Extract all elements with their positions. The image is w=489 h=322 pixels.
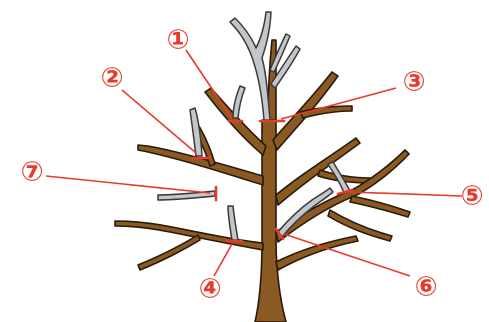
leader-2: [122, 90, 196, 153]
circled-number-1-icon: ①: [167, 25, 190, 56]
leader-5: [350, 192, 462, 196]
leader-3: [281, 88, 396, 119]
pruned-sprout-1: [233, 86, 245, 118]
right-lower-branch: [276, 150, 409, 242]
circled-number-2-icon: ②: [101, 63, 124, 94]
circled-number-5-icon: ⑤: [461, 181, 484, 212]
number-labels: ① ② ③ ⑦ ⑤ ④ ⑥: [21, 25, 484, 305]
pruned-sprout-4: [228, 206, 238, 240]
leader-7: [46, 176, 210, 193]
leader-4: [214, 244, 232, 276]
right-bottom-branch: [276, 236, 358, 270]
circled-number-4-icon: ④: [199, 274, 222, 305]
circled-number-6-icon: ⑥: [415, 272, 438, 303]
circled-number-3-icon: ③: [403, 67, 426, 98]
leader-1: [186, 50, 231, 117]
left-lower-subbranch: [138, 235, 200, 270]
circled-number-7-icon: ⑦: [21, 157, 44, 188]
right-lower-twig: [350, 196, 410, 217]
right-far-twig: [328, 210, 392, 241]
